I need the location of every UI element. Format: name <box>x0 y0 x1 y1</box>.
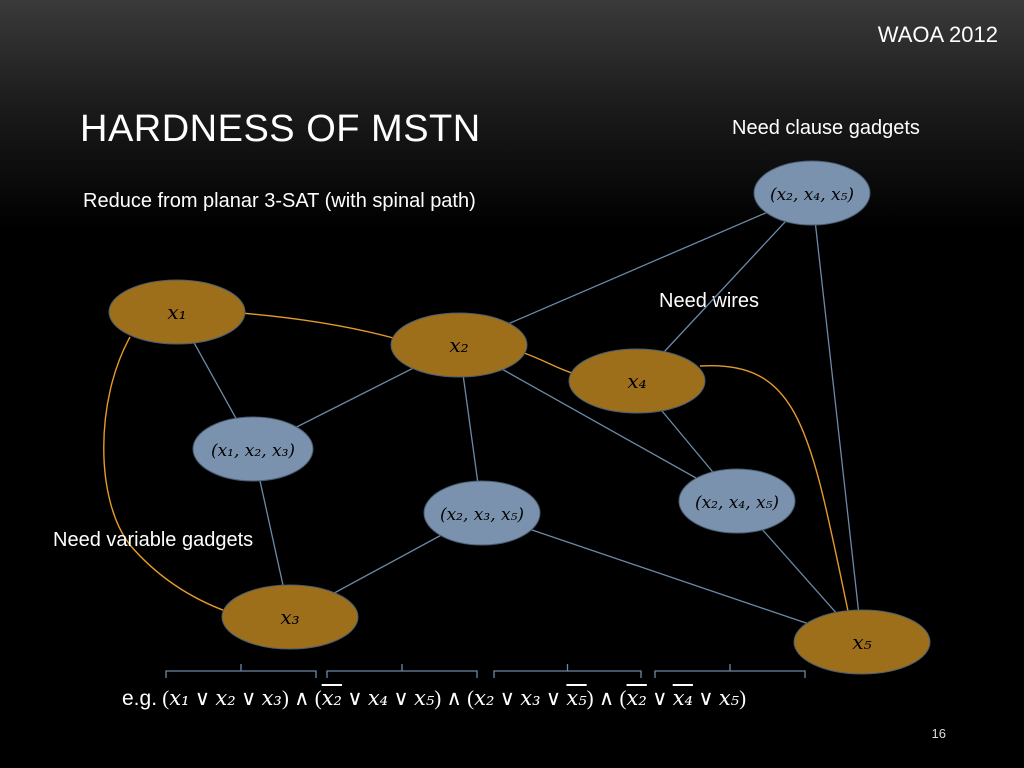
literal: x₄ <box>367 686 389 710</box>
negated-literal: x₄ <box>672 686 693 710</box>
clause-gadget-c123 <box>192 416 314 482</box>
literal: x₃ <box>520 686 541 710</box>
clause-gadget-c235 <box>423 480 541 546</box>
or-operator: ∨ <box>540 686 567 710</box>
node-label-c235: (x₂, x₃, x₅) <box>440 505 524 525</box>
edges-layer <box>176 192 863 643</box>
formula-brackets <box>165 664 806 678</box>
literal: x₅ <box>718 686 740 710</box>
variable-gadgets-note: Need variable gadgets <box>53 529 254 551</box>
node-label-c123: (x₁, x₂, x₃) <box>211 441 295 461</box>
formula-bracket-1 <box>165 664 317 678</box>
node-label-c245: (x₂, x₄, x₅) <box>695 493 779 513</box>
formula-bracket-3 <box>493 664 642 678</box>
close-paren: ) <box>434 686 442 710</box>
node-label-x5: x₅ <box>852 630 871 654</box>
and-operator: ∧ <box>288 686 315 710</box>
or-operator: ∨ <box>189 686 216 710</box>
variable-gadget-x4 <box>568 348 706 414</box>
node-label-x4: x₄ <box>627 369 646 393</box>
or-operator: ∨ <box>692 686 719 710</box>
node-label-x3: x₃ <box>280 605 299 629</box>
edge-x4-c245top <box>636 192 813 382</box>
page-number: 16 <box>931 726 946 741</box>
wire-x2-x4 <box>520 351 576 375</box>
formula-body: (x₁ ∨ x₂ ∨ x₃) ∧ (x₂ ∨ x₄ ∨ x₅) ∧ (x₂ ∨ … <box>162 686 746 710</box>
edge-x2-c245top <box>458 192 813 346</box>
wires-note: Need wires <box>659 290 760 312</box>
formula-bracket-2 <box>326 664 478 678</box>
negated-literal: x₅ <box>566 686 587 710</box>
close-paren: ) <box>281 686 289 710</box>
wire-x1-x3 <box>103 336 229 613</box>
example-formula: e.g. (x₁ ∨ x₂ ∨ x₃) ∧ (x₂ ∨ x₄ ∨ x₅) ∧ (… <box>122 686 746 711</box>
reduce-text: Reduce from planar 3-SAT (with spinal pa… <box>83 190 476 212</box>
literal: x₂ <box>474 686 495 710</box>
formula-bracket-4 <box>654 664 806 678</box>
or-operator: ∨ <box>646 686 673 710</box>
slide-title: HARDNESS OF MSTN <box>80 108 481 150</box>
open-paren: ( <box>162 686 170 710</box>
clause-gadget-c245top <box>753 160 871 226</box>
node-x1: x₁ <box>108 279 246 345</box>
variable-gadget-x1 <box>108 279 246 345</box>
variable-gadget-x2 <box>390 312 528 378</box>
node-label-x2: x₂ <box>449 333 468 357</box>
open-paren: ( <box>314 686 322 710</box>
close-paren: ) <box>739 686 747 710</box>
node-x3: x₃ <box>221 584 359 650</box>
and-operator: ∧ <box>441 686 468 710</box>
wire-x1-x2 <box>240 312 398 340</box>
or-operator: ∨ <box>494 686 521 710</box>
node-x5: x₅ <box>793 609 931 675</box>
and-operator: ∧ <box>593 686 620 710</box>
edge-x5-c235 <box>481 512 863 643</box>
or-operator: ∨ <box>235 686 262 710</box>
formula-prefix: e.g. <box>122 687 158 710</box>
node-label-x1: x₁ <box>167 300 186 324</box>
open-paren: ( <box>467 686 475 710</box>
close-paren: ) <box>586 686 594 710</box>
edge-x5-c245top <box>811 192 863 643</box>
negated-literal: x₂ <box>321 686 342 710</box>
node-c245: (x₂, x₄, x₅) <box>678 468 796 534</box>
clause-gadgets-note: Need clause gadgets <box>732 117 920 139</box>
negated-literal: x₂ <box>626 686 647 710</box>
open-paren: ( <box>619 686 627 710</box>
wire-x4-x5 <box>699 364 849 612</box>
wires-layer <box>103 312 849 613</box>
or-operator: ∨ <box>388 686 414 710</box>
nodes-layer: x₁ x₂ x₃ x₄ x₅ (x₁, x₂, x₃) (x₂, x₃, x₅) (x₂, x… <box>108 160 931 675</box>
node-label-c245top: (x₂, x₄, x₅) <box>770 185 854 205</box>
node-x2: x₂ <box>390 312 528 378</box>
edge-x2-c245 <box>458 344 738 502</box>
variable-gadget-x3 <box>221 584 359 650</box>
literal: x₅ <box>413 686 435 710</box>
conference-label: WAOA 2012 <box>877 22 998 47</box>
variable-gadget-x5 <box>793 609 931 675</box>
node-c235: (x₂, x₃, x₅) <box>423 480 541 546</box>
literal: x₁ <box>169 686 190 710</box>
node-c245top: (x₂, x₄, x₅) <box>753 160 871 226</box>
clause-gadget-c245 <box>678 468 796 534</box>
node-x4: x₄ <box>568 348 706 414</box>
or-operator: ∨ <box>341 686 368 710</box>
literal: x₂ <box>215 686 236 710</box>
node-c123: (x₁, x₂, x₃) <box>192 416 314 482</box>
literal: x₃ <box>261 686 282 710</box>
